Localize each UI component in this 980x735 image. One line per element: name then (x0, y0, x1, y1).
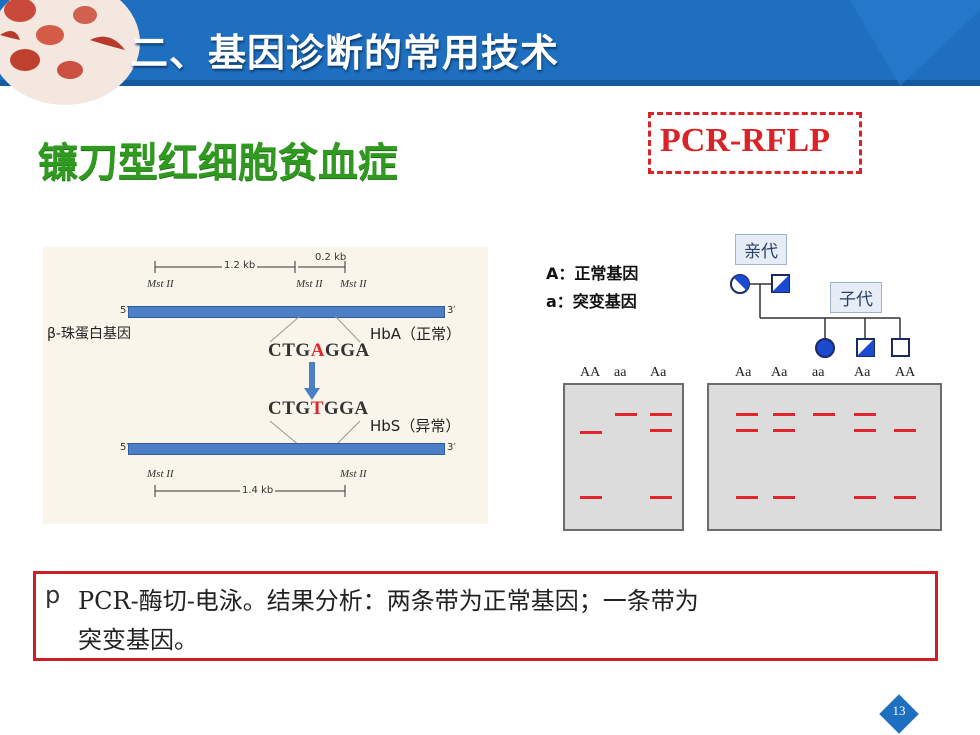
header-shadow (0, 80, 980, 86)
restriction-diagram (43, 247, 488, 524)
gel-band (736, 429, 758, 432)
gene-bar-normal (128, 306, 445, 318)
gel-band (773, 496, 795, 499)
distance-label-1-4kb: 1.4 kb (240, 485, 276, 496)
enzyme-site-label: Mst II (147, 278, 174, 290)
normal-sequence: CTGAGGA (268, 340, 370, 361)
gel-band (650, 496, 672, 499)
mutation-arrow (304, 362, 320, 400)
header-arrow-decoration (850, 0, 980, 86)
gel-band (894, 496, 916, 499)
lane-label: aa (614, 365, 627, 380)
zoom-lines (269, 316, 361, 446)
five-prime-label: 5′ (120, 442, 129, 453)
mutant-sequence: CTGTGGA (268, 398, 369, 419)
lane-label: Aa (854, 365, 871, 380)
enzyme-site-label: Mst II (340, 468, 367, 480)
gel-parents (563, 383, 684, 531)
disease-title: 镰刀型红细胞贫血症 (38, 140, 398, 186)
hba-label: HbA（正常） (370, 325, 462, 343)
enzyme-site-label: Mst II (147, 468, 174, 480)
gel-band (650, 413, 672, 416)
page-number: 13 (892, 703, 906, 718)
lane-label: aa (812, 365, 825, 380)
gel-band (854, 429, 876, 432)
three-prime-label: 3′ (447, 442, 456, 453)
gel-band (736, 496, 758, 499)
distance-label-0-2kb: 0.2 kb (315, 252, 347, 263)
page-title: 二、基因诊断的常用技术 (130, 31, 560, 75)
bullet-marker: p (45, 581, 61, 609)
gene-bar-mutant (128, 443, 445, 455)
red-blood-cells-image (0, 0, 140, 105)
gel-band (854, 413, 876, 416)
gene-label: β-珠蛋白基因 (47, 326, 131, 342)
lane-label: Aa (735, 365, 752, 380)
gel-band (773, 429, 795, 432)
distance-label-1-2kb: 1.2 kb (222, 260, 258, 271)
gel-band (615, 413, 637, 416)
conclusion-text-line2: 突变基因。 (78, 626, 198, 654)
conclusion-box (33, 571, 938, 661)
enzyme-site-label: Mst II (296, 278, 323, 290)
three-prime-label: 3′ (447, 305, 456, 316)
gel-band (854, 496, 876, 499)
gel-band (650, 429, 672, 432)
lane-label: Aa (771, 365, 788, 380)
lane-label: Aa (650, 365, 667, 380)
lane-label: AA (895, 365, 916, 380)
legend-mutant: a：突变基因 (546, 292, 637, 311)
gel-band (773, 413, 795, 416)
hbs-label: HbS（异常） (370, 417, 461, 435)
parents-label: 亲代 (735, 234, 787, 265)
pedigree-chart (730, 274, 910, 358)
gel-band (894, 429, 916, 432)
lane-label: AA (580, 365, 601, 380)
conclusion-text-line1: PCR-酶切-电泳。结果分析：两条带为正常基因；一条带为 (78, 587, 699, 615)
gel-band (736, 413, 758, 416)
gel-band (580, 496, 602, 499)
gel-children (707, 383, 942, 531)
five-prime-label: 5′ (120, 305, 129, 316)
header-bar (0, 0, 980, 86)
legend-normal: A：正常基因 (546, 264, 639, 283)
enzyme-site-label: Mst II (340, 278, 367, 290)
children-label: 子代 (830, 282, 882, 313)
method-tag: PCR-RFLP (660, 122, 830, 159)
gel-band (580, 431, 602, 434)
method-tag-box (648, 112, 862, 174)
gel-band (813, 413, 835, 416)
